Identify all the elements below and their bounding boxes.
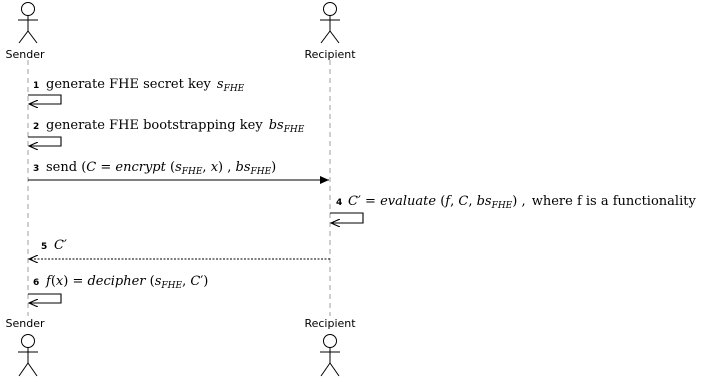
- message-5-number: 5: [41, 242, 47, 252]
- message-1-self-arrow: [28, 94, 62, 104]
- message-6-self-arrow: [28, 293, 62, 303]
- recipient-actor-top-icon: [320, 2, 340, 44]
- message-4-number: 4: [336, 198, 342, 208]
- message-6: 6 f(x) = decipher (sFHE, C′): [28, 274, 208, 303]
- message-2-self-arrow: [28, 136, 62, 146]
- message-2-number: 2: [33, 122, 39, 132]
- recipient-actor-bottom-icon: [320, 334, 340, 377]
- message-6-number: 6: [33, 278, 39, 288]
- message-4-self-arrow: [330, 212, 364, 223]
- message-3-label: send (C = encrypt (sFHE, x) , bsFHE): [46, 160, 276, 177]
- message-5-label: C′: [54, 238, 67, 253]
- sender-actor-bottom-icon: [18, 334, 38, 377]
- message-6-label: f(x) = decipher (sFHE, C′): [45, 274, 208, 291]
- message-3: 3 send (C = encrypt (sFHE, x) , bsFHE): [28, 160, 329, 184]
- message-4-label: C′ = evaluate (f, C, bsFHE) , where f is…: [348, 194, 696, 211]
- message-1-number: 1: [33, 81, 39, 91]
- message-3-number: 3: [33, 164, 39, 174]
- sender-label-bottom: Sender: [6, 317, 45, 330]
- message-5: 5 C′: [29, 238, 330, 259]
- recipient-label-bottom: Recipient: [304, 317, 356, 330]
- sender-actor-top-icon: [18, 2, 38, 44]
- recipient-label-top: Recipient: [304, 48, 356, 61]
- sender-label-top: Sender: [6, 48, 45, 61]
- message-4: 4 C′ = evaluate (f, C, bsFHE) , where f …: [330, 194, 696, 223]
